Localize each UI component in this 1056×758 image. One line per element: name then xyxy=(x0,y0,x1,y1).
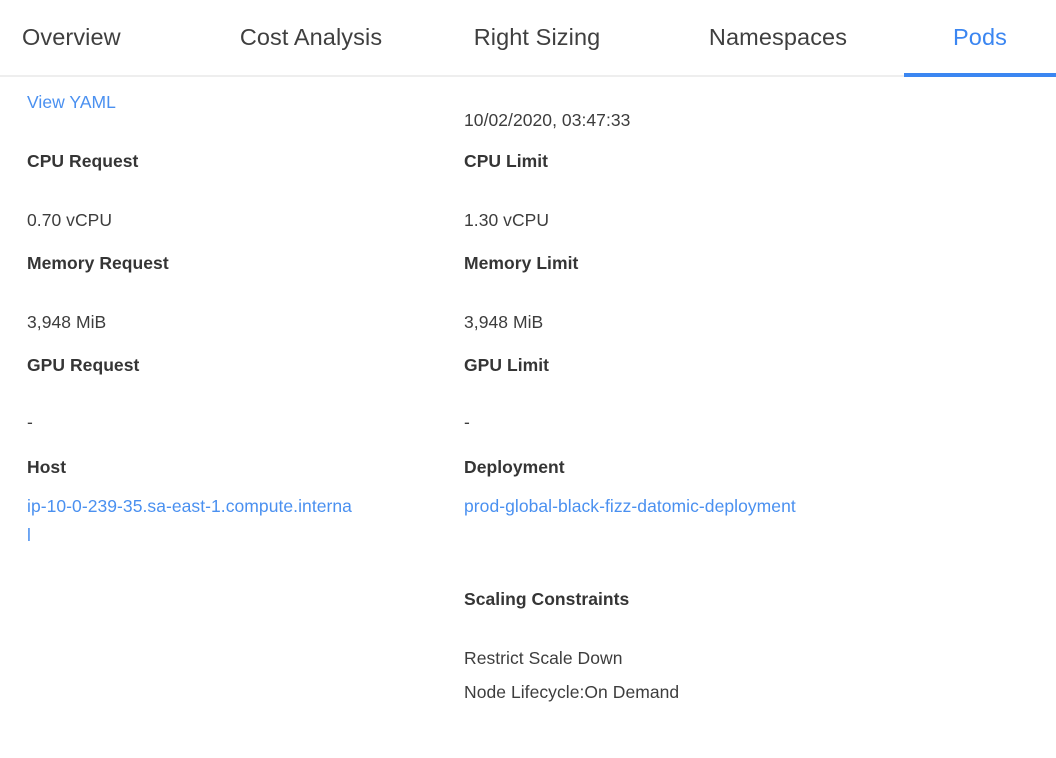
cpu-limit-value: 1.30 vCPU xyxy=(464,210,550,230)
scaling-constraint-node-lifecycle: Node Lifecycle:On Demand xyxy=(464,682,680,702)
tab-bar: Overview Cost Analysis Right Sizing Name… xyxy=(0,0,1056,77)
view-yaml-link[interactable]: View YAML xyxy=(27,92,116,112)
deployment-link[interactable]: prod-global-black-fizz-datomic-deploymen… xyxy=(464,496,796,516)
deployment-label: Deployment xyxy=(464,457,565,477)
tab-namespaces-label: Namespaces xyxy=(708,24,848,50)
tab-cost-analysis[interactable]: Cost Analysis xyxy=(200,0,422,75)
tab-overview[interactable]: Overview xyxy=(0,0,200,75)
host-link[interactable]: ip-10-0-239-35.sa-east-1.compute.interna… xyxy=(27,496,352,545)
cpu-request-value: 0.70 vCPU xyxy=(27,210,113,230)
scaling-constraints-label: Scaling Constraints xyxy=(464,589,630,609)
tab-pods[interactable]: Pods xyxy=(904,0,1056,77)
tab-overview-label: Overview xyxy=(22,24,121,50)
host-label: Host xyxy=(27,457,67,477)
tab-right-sizing[interactable]: Right Sizing xyxy=(422,0,652,75)
scaling-constraint-restrict-scale-down: Restrict Scale Down xyxy=(464,648,623,668)
memory-request-label: Memory Request xyxy=(27,253,169,273)
tab-namespaces[interactable]: Namespaces xyxy=(652,0,904,75)
gpu-request-value: - xyxy=(27,412,33,432)
pod-timestamp: 10/02/2020, 03:47:33 xyxy=(464,110,631,130)
tab-pods-label: Pods xyxy=(953,24,1007,50)
gpu-limit-label: GPU Limit xyxy=(464,355,550,375)
gpu-limit-value: - xyxy=(464,412,470,432)
memory-request-value: 3,948 MiB xyxy=(27,312,107,332)
tab-cost-analysis-label: Cost Analysis xyxy=(239,24,383,50)
cpu-limit-label: CPU Limit xyxy=(464,151,549,171)
memory-limit-value: 3,948 MiB xyxy=(464,312,544,332)
tab-right-sizing-label: Right Sizing xyxy=(473,24,601,50)
memory-limit-label: Memory Limit xyxy=(464,253,579,273)
cpu-request-label: CPU Request xyxy=(27,151,139,171)
tab-list: Overview Cost Analysis Right Sizing Name… xyxy=(0,0,1056,77)
gpu-request-label: GPU Request xyxy=(27,355,140,375)
